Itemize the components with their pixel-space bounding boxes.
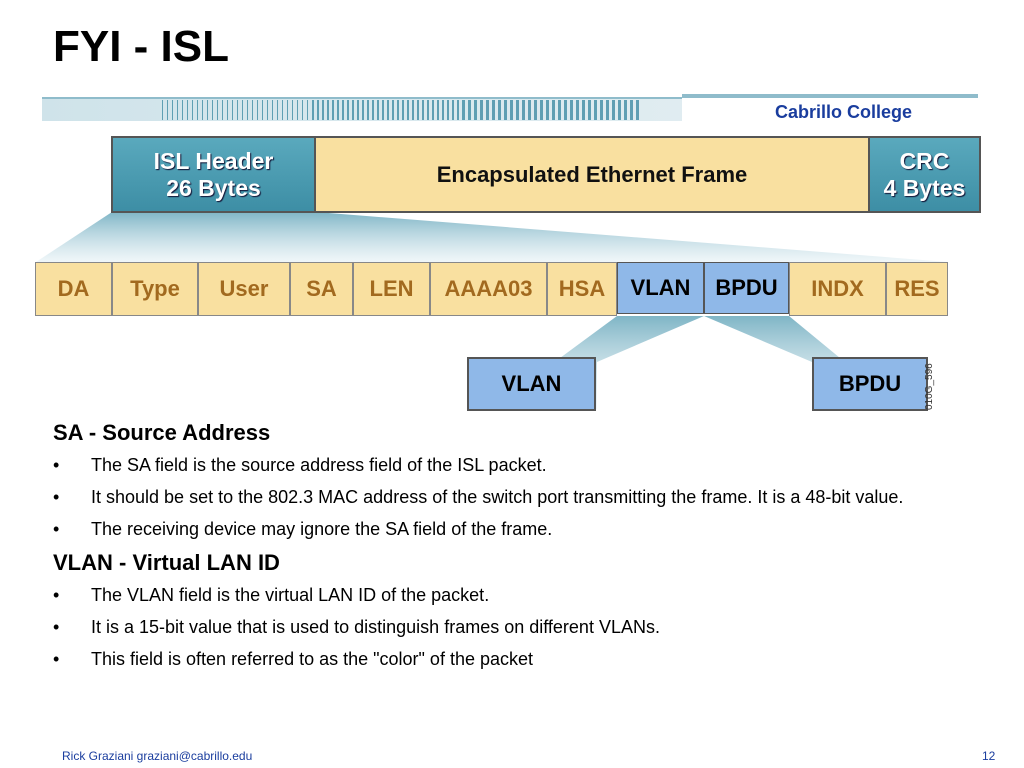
bullet-text: The SA field is the source address field… bbox=[91, 455, 547, 475]
vlan-callout-box: VLAN bbox=[467, 357, 596, 411]
field-hsa: HSA bbox=[547, 262, 617, 316]
field-bpdu: BPDU bbox=[704, 262, 789, 314]
section-heading-vlan: VLAN - Virtual LAN ID bbox=[53, 550, 280, 575]
crc-box: CRC 4 Bytes bbox=[868, 136, 981, 213]
encapsulated-frame-box: Encapsulated Ethernet Frame bbox=[314, 136, 870, 213]
bullet-text: The receiving device may ignore the SA f… bbox=[91, 519, 553, 539]
isl-header-size: 26 Bytes bbox=[166, 174, 261, 201]
figure-id: 010G_596 bbox=[924, 363, 935, 410]
encapsulated-frame-label: Encapsulated Ethernet Frame bbox=[436, 161, 748, 187]
header-banner bbox=[42, 94, 978, 121]
bullet-text: It should be set to the 802.3 MAC addres… bbox=[91, 487, 904, 507]
bullet-icon: • bbox=[53, 455, 60, 475]
field-res: RES bbox=[886, 262, 948, 316]
bullet-text: This field is often referred to as the "… bbox=[91, 649, 534, 669]
section-heading-sa: SA - Source Address bbox=[53, 420, 271, 445]
footer-author: Rick Graziani graziani@cabrillo.edu bbox=[62, 749, 253, 763]
field-vlan: VLAN bbox=[617, 262, 704, 314]
bullet-icon: • bbox=[53, 487, 60, 507]
slide-title: FYI - ISL bbox=[53, 22, 229, 71]
crc-size: 4 Bytes bbox=[883, 174, 966, 201]
isl-header-label: ISL Header bbox=[153, 147, 274, 174]
field-user: User bbox=[198, 262, 290, 316]
brand-logo-text: Cabrillo College bbox=[775, 102, 913, 122]
field-da: DA bbox=[35, 262, 112, 316]
bullet-text: The VLAN field is the virtual LAN ID of … bbox=[91, 585, 490, 605]
bullet-icon: • bbox=[53, 519, 60, 539]
bullet-icon: • bbox=[53, 585, 60, 605]
bullet-icon: • bbox=[53, 649, 60, 669]
bullet-item: • It should be set to the 802.3 MAC addr… bbox=[53, 486, 983, 508]
isl-header-box: ISL Header 26 Bytes bbox=[111, 136, 316, 213]
slide-content: SA - Source Address • The SA field is th… bbox=[53, 420, 983, 680]
bullet-item: • The VLAN field is the virtual LAN ID o… bbox=[53, 584, 983, 606]
bpdu-callout-label: BPDU bbox=[838, 371, 902, 396]
bullet-item: • The SA field is the source address fie… bbox=[53, 454, 983, 476]
bpdu-callout-box: BPDU bbox=[812, 357, 928, 411]
bullet-text: It is a 15-bit value that is used to dis… bbox=[91, 617, 660, 637]
bullet-item: • The receiving device may ignore the SA… bbox=[53, 518, 983, 540]
field-aaaa03: AAAA03 bbox=[430, 262, 547, 316]
field-len: LEN bbox=[353, 262, 430, 316]
bullet-item: • It is a 15-bit value that is used to d… bbox=[53, 616, 983, 638]
field-indx: INDX bbox=[789, 262, 886, 316]
crc-label: CRC bbox=[899, 147, 950, 174]
field-sa: SA bbox=[290, 262, 353, 316]
vlan-callout-label: VLAN bbox=[501, 371, 562, 396]
bullet-item: • This field is often referred to as the… bbox=[53, 648, 983, 670]
page-number: 12 bbox=[982, 749, 996, 763]
field-type: Type bbox=[112, 262, 198, 316]
bullet-icon: • bbox=[53, 617, 60, 637]
